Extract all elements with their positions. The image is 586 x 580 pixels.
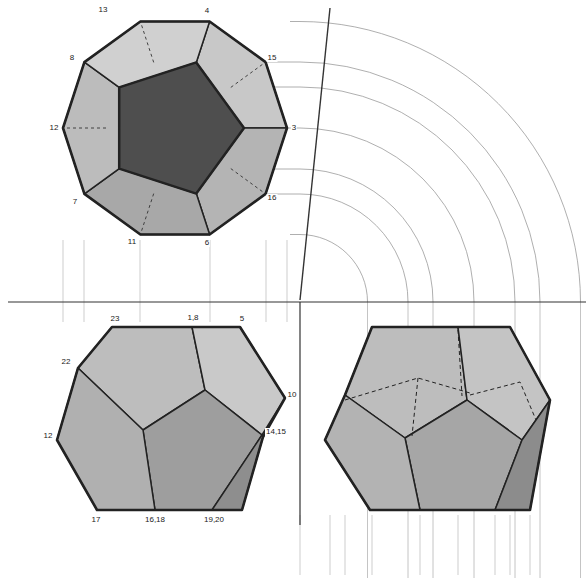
face: [325, 395, 420, 510]
projection-line: [495, 515, 496, 575]
outline: [325, 327, 550, 510]
side-view: [325, 327, 550, 510]
projection-line: [266, 240, 267, 322]
vertex-number: 13: [98, 6, 109, 14]
vertex-number: 8: [69, 54, 75, 62]
vertex-number: 6: [204, 239, 210, 247]
projection-line: [420, 515, 421, 575]
projection-arc: [300, 169, 433, 302]
vertex-number: 11: [127, 238, 137, 246]
projection-line: [458, 515, 459, 575]
vertex-number: 1,8: [186, 314, 199, 322]
projection-line: [287, 240, 288, 322]
top-view: [63, 22, 287, 235]
projection-line: [372, 515, 373, 575]
projection-line: [290, 21, 300, 22]
projection-line: [84, 240, 85, 322]
vertex-number: 15: [267, 54, 278, 62]
projection-line: [345, 515, 346, 575]
face: [212, 435, 263, 510]
projection-line: [63, 240, 64, 322]
vertex-number: 23: [110, 315, 121, 323]
vertex-number: 22: [61, 358, 72, 366]
vertex-number: 12: [49, 124, 60, 132]
vertex-number: 16,18: [144, 516, 166, 524]
face: [495, 400, 550, 510]
outline: [63, 22, 287, 235]
vertex-number: 3: [291, 124, 297, 132]
projection-arc: [300, 235, 368, 303]
hidden-edges: [63, 22, 266, 235]
projection-line: [210, 240, 211, 322]
vertex-number: 5: [239, 315, 245, 323]
vertex-number: 19,20: [203, 516, 225, 524]
projection-arc: [300, 87, 515, 302]
projection-line: [140, 240, 141, 322]
mitre-line: [300, 8, 330, 300]
vertex-number: 10: [287, 391, 298, 399]
projection-arc: [300, 128, 474, 302]
hidden-edges: [345, 330, 536, 436]
projection-arc: [300, 194, 408, 302]
vertex-number: 17: [91, 516, 102, 524]
vertex-number: 7: [72, 198, 78, 206]
profile-line: [299, 302, 300, 525]
ground-line: [8, 301, 586, 302]
face: [143, 390, 262, 510]
vertex-number: 16: [267, 194, 278, 202]
projection-arc: [300, 22, 581, 303]
projection-line: [290, 234, 300, 235]
outline: [57, 327, 285, 510]
top-face: [119, 62, 244, 193]
fold-lines: [8, 8, 586, 525]
projection-line: [510, 515, 511, 575]
projection-line: [530, 515, 531, 575]
vertex-number: 12: [43, 432, 54, 440]
projection-line: [580, 302, 581, 578]
vertex-number: 4: [204, 7, 210, 15]
projection-line: [330, 515, 331, 575]
vertex-number: 14,15: [265, 428, 287, 436]
front-view: [57, 327, 285, 510]
projection-arc: [300, 62, 540, 302]
